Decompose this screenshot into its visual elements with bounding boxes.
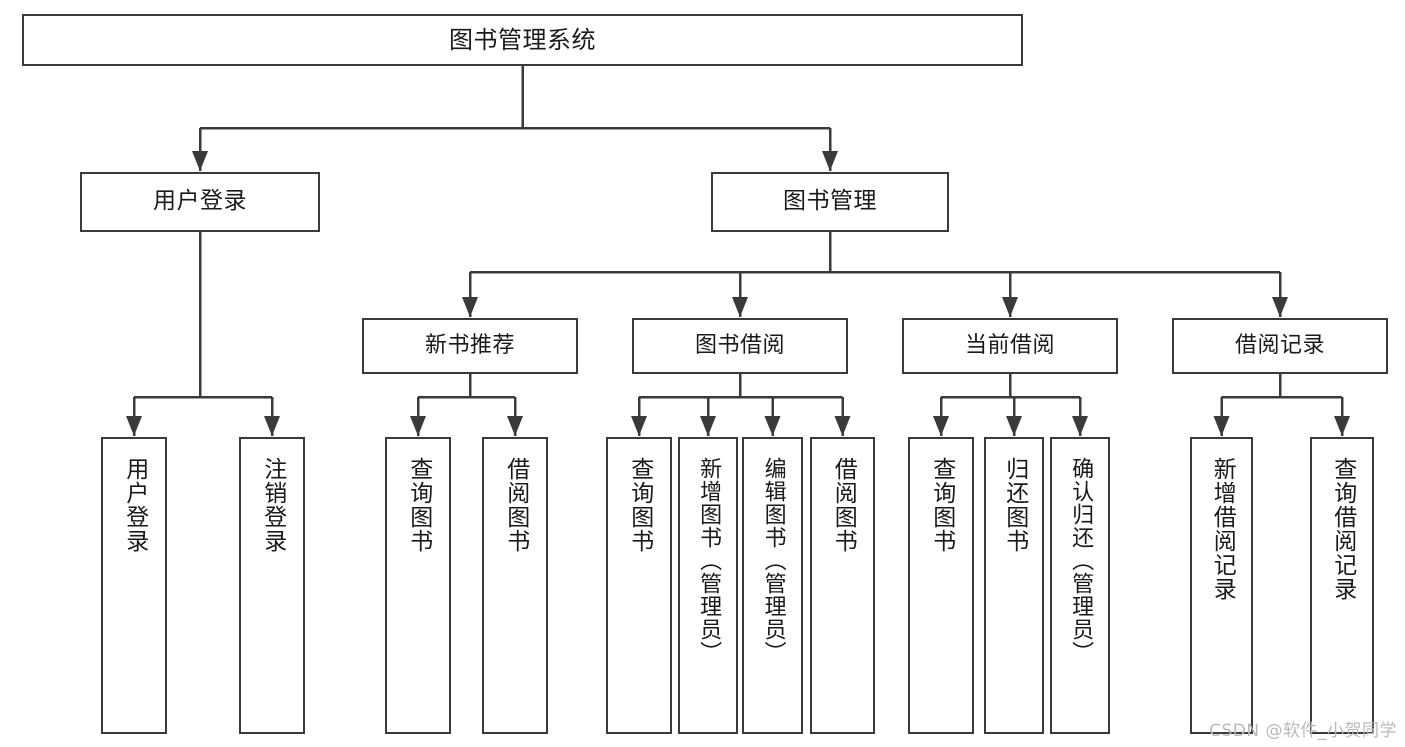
node-leaf-add-book[interactable]: 新增图书（管理员） [678, 437, 738, 734]
node-root-图书管理系统[interactable]: 图书管理系统 [22, 14, 1023, 66]
node-current-borrow[interactable]: 当前借阅 [902, 318, 1118, 374]
node-borrow-record[interactable]: 借阅记录 [1172, 318, 1388, 374]
node-label: 编辑图书（管理员） [760, 457, 786, 664]
node-leaf-add-record[interactable]: 新增借阅记录 [1190, 437, 1253, 734]
node-label: 查询图书 [626, 457, 653, 553]
node-label: 新增借阅记录 [1209, 457, 1236, 601]
node-label: 图书管理 [783, 188, 877, 215]
node-label: 用户登录 [153, 188, 247, 215]
node-leaf-borrow-book-2[interactable]: 借阅图书 [810, 437, 875, 734]
node-leaf-edit-book[interactable]: 编辑图书（管理员） [742, 437, 803, 734]
node-book-borrow[interactable]: 图书借阅 [632, 318, 848, 374]
node-label: 新书推荐 [424, 332, 515, 358]
node-label: 查询借阅记录 [1329, 457, 1356, 601]
node-label: 图书管理系统 [449, 25, 596, 54]
node-label: 用户登录 [121, 457, 148, 553]
watermark: CSDN @软件_小贺同学 [1209, 721, 1397, 741]
node-leaf-confirm-return[interactable]: 确认归还（管理员） [1050, 437, 1110, 734]
node-new-book-recommend[interactable]: 新书推荐 [362, 318, 578, 374]
node-user-login[interactable]: 用户登录 [80, 172, 320, 232]
node-leaf-query-book-1[interactable]: 查询图书 [385, 437, 451, 734]
node-label: 图书借阅 [694, 332, 785, 358]
node-label: 借阅记录 [1234, 332, 1325, 358]
node-label: 查询图书 [405, 457, 432, 553]
node-label: 确认归还（管理员） [1068, 457, 1094, 664]
node-leaf-user-login[interactable]: 用户登录 [101, 437, 167, 734]
node-label: 新增图书（管理员） [696, 457, 722, 664]
node-leaf-borrow-book-1[interactable]: 借阅图书 [482, 437, 548, 734]
node-leaf-logout-login[interactable]: 注销登录 [239, 437, 305, 734]
node-leaf-query-book-2[interactable]: 查询图书 [606, 437, 672, 734]
node-label: 当前借阅 [964, 332, 1055, 358]
node-leaf-return-book[interactable]: 归还图书 [984, 437, 1044, 734]
node-label: 借阅图书 [502, 457, 529, 553]
node-label: 归还图书 [1001, 457, 1028, 553]
node-label: 借阅图书 [830, 457, 857, 553]
node-label: 查询图书 [928, 457, 955, 553]
node-leaf-query-record[interactable]: 查询借阅记录 [1310, 437, 1374, 734]
node-leaf-query-book-3[interactable]: 查询图书 [908, 437, 974, 734]
node-label: 注销登录 [259, 457, 286, 553]
node-book-manage[interactable]: 图书管理 [711, 172, 949, 232]
